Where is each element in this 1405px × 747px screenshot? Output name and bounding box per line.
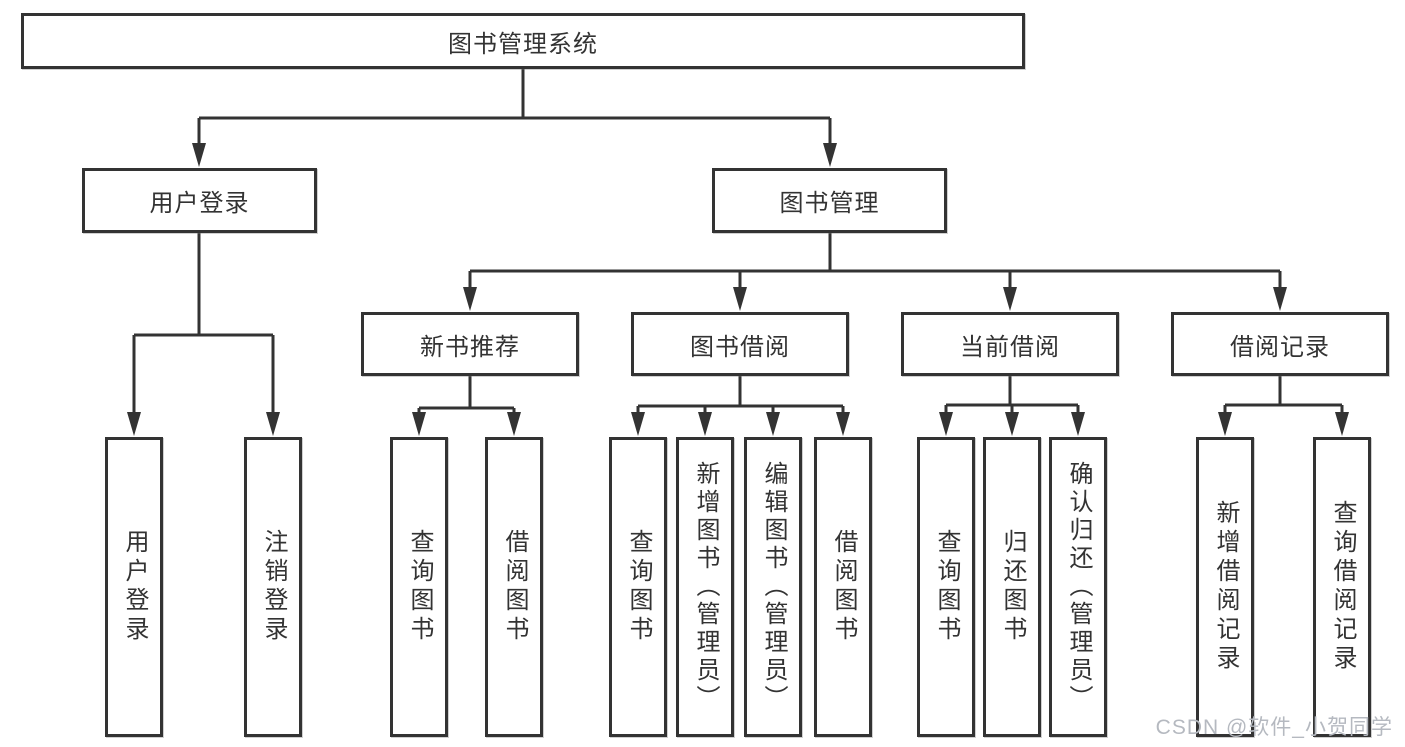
leaf-user-login: 用户登录 (105, 437, 163, 737)
csdn-watermark: CSDN @软件_小贺同学 (1155, 716, 1393, 739)
leaf-label: 借阅图书 (501, 529, 528, 645)
leaf-label: 查询图书 (406, 529, 433, 645)
leaf-borrow-books: 借阅图书 (814, 437, 872, 737)
node-label: 图书借阅 (690, 333, 790, 361)
leaf-label: 查询借阅记录 (1329, 500, 1356, 674)
node-new-book-recommendation: 新书推荐 (361, 312, 579, 376)
leaf-confirm-return-admin: 确认归还（管理员） (1049, 437, 1107, 737)
leaf-logout: 注销登录 (244, 437, 302, 737)
node-borrowing-records: 借阅记录 (1171, 312, 1389, 376)
leaf-label: 借阅图书 (830, 529, 857, 645)
leaf-label: 确认归还（管理员） (1065, 461, 1092, 713)
node-label: 当前借阅 (960, 333, 1060, 361)
leaf-label: 新增图书（管理员） (692, 461, 719, 713)
node-label: 新书推荐 (420, 333, 520, 361)
leaf-label: 查询图书 (933, 529, 960, 645)
node-user-login: 用户登录 (82, 168, 317, 233)
leaf-label: 用户登录 (121, 529, 148, 645)
node-label: 借阅记录 (1230, 333, 1330, 361)
leaf-label: 新增借阅记录 (1212, 500, 1239, 674)
leaf-add-books-admin: 新增图书（管理员） (676, 437, 734, 737)
node-label: 图书管理系统 (448, 30, 598, 58)
node-library-management-system: 图书管理系统 (21, 13, 1025, 69)
leaf-query-books: 查询图书 (917, 437, 975, 737)
node-book-management: 图书管理 (712, 168, 947, 233)
node-label: 图书管理 (779, 190, 880, 217)
leaf-label: 编辑图书（管理员） (760, 461, 787, 713)
node-label: 用户登录 (149, 190, 250, 217)
leaf-return-books: 归还图书 (983, 437, 1041, 737)
leaf-label: 归还图书 (999, 529, 1026, 645)
node-current-borrowing: 当前借阅 (901, 312, 1119, 376)
leaf-query-books: 查询图书 (609, 437, 667, 737)
leaf-edit-books-admin: 编辑图书（管理员） (744, 437, 802, 737)
leaf-borrow-books: 借阅图书 (485, 437, 543, 737)
leaf-label: 查询图书 (625, 529, 652, 645)
node-book-borrowing: 图书借阅 (631, 312, 849, 376)
leaf-query-books: 查询图书 (390, 437, 448, 737)
leaf-label: 注销登录 (260, 529, 287, 645)
leaf-add-borrow-record: 新增借阅记录 (1196, 437, 1254, 737)
leaf-query-borrow-record: 查询借阅记录 (1313, 437, 1371, 737)
